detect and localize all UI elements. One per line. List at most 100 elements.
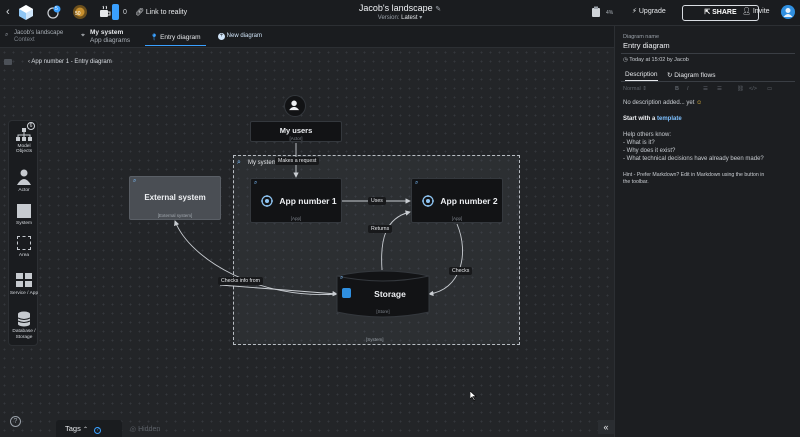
system-group-tag: [System] [366, 337, 384, 342]
link-icon: 🔗︎ [135, 9, 146, 16]
storage-node[interactable] [336, 270, 430, 318]
diagram-details-panel: Diagram name Entry diagram ◷ Today at 15… [614, 26, 800, 437]
edit-pencil-icon[interactable]: ✎ [435, 6, 442, 13]
text-style-value: Normal [623, 86, 641, 92]
external-system-node[interactable]: ⌕ External system [External system] [129, 176, 221, 220]
start-with-text: Start with a [623, 116, 656, 122]
lightning-icon: ⚡︎ [632, 8, 639, 15]
app-logo-icon[interactable] [18, 4, 34, 21]
collapse-panel-button[interactable]: « [598, 420, 614, 434]
markdown-icon[interactable]: ▭ [767, 86, 773, 92]
edge-label-makes-request[interactable]: Makes a request [275, 157, 320, 165]
palette-model-objects[interactable]: Model Objects [15, 144, 33, 154]
new-diagram-button[interactable]: + New diagram [218, 33, 262, 40]
tab-description[interactable]: Description [625, 71, 658, 81]
italic-icon[interactable]: I [687, 86, 689, 92]
code-icon[interactable]: </> [749, 86, 757, 92]
updated-text: Today at 15:02 by Jacob [629, 57, 689, 63]
zoom-icon[interactable]: ⌕ [133, 178, 137, 184]
system-context-name[interactable]: My system [90, 29, 124, 36]
plus-icon: + [218, 33, 225, 40]
edge-label-uses[interactable]: Uses [368, 197, 386, 205]
zoom-icon[interactable]: ⌕ [415, 180, 419, 186]
storage-title: Storage [374, 289, 406, 299]
breadcrumb-label: App number 1 - Entry diagram [31, 59, 112, 65]
actor-tag: [Actor] [289, 136, 303, 141]
zoom-icon[interactable]: ⌕ [340, 275, 344, 281]
new-diagram-label: New diagram [226, 33, 263, 39]
text-style-select[interactable]: Normal ⇕ [623, 86, 647, 92]
app-number-2-node[interactable]: ⌕ App number 2 [App] [411, 178, 503, 223]
link-to-reality-label: Link to reality [145, 9, 188, 16]
top-bar: ‹ 5 50 0 🔗︎ Link to reality Jacob's land… [0, 0, 800, 26]
invite-button[interactable]: 👤︎ Invite [742, 7, 770, 15]
palette-database-storage[interactable]: Database / Storage [12, 329, 36, 340]
notifications-icon[interactable] [46, 4, 62, 20]
breadcrumb[interactable]: ‹ App number 1 - Entry diagram [28, 59, 112, 65]
edge-label-returns[interactable]: Returns [368, 225, 393, 233]
updated-meta: ◷ Today at 15:02 by Jacob [623, 57, 689, 63]
palette-service-app[interactable]: Service / App [9, 291, 39, 296]
app-number-2-tag: [App] [451, 216, 463, 221]
user-avatar[interactable] [781, 5, 795, 19]
level-icon[interactable] [72, 4, 88, 20]
app-number-1-node[interactable]: ⌕ App number 1 [App] [250, 178, 342, 223]
link-icon[interactable]: ⛓ [737, 86, 744, 92]
context-bar: ⌕ Jacob's landscape Context ⌖ My system … [0, 26, 614, 48]
markdown-hint: Hint - Prefer Markdown? Edit in Markdown… [623, 172, 765, 178]
tab-diagram-flows[interactable]: ↻ Diagram flows [667, 71, 715, 79]
back-chevron-icon[interactable]: ‹ [6, 6, 10, 18]
upgrade-button[interactable]: ⚡︎ Upgrade [632, 7, 666, 15]
version-selector[interactable]: Version: Latest ▾ [0, 14, 800, 21]
search-icon[interactable]: ⌕ [5, 32, 9, 38]
markdown-hint-cont: the toolbar. [623, 179, 649, 185]
tags-help-icon[interactable]: ? [94, 427, 102, 434]
chevron-left-icon: ‹ [28, 59, 30, 65]
template-prompt: Start with a template [623, 116, 682, 122]
description-empty[interactable]: No description added... yet ☺ [623, 100, 702, 106]
coffee-icon[interactable] [97, 4, 113, 20]
hidden-toggle[interactable]: ◎ Hidden [130, 425, 160, 433]
zoom-icon[interactable]: ⌕ [254, 180, 258, 186]
palette-system[interactable]: System [16, 221, 32, 226]
landscape-title[interactable]: Jacob's landscape ✎ [0, 3, 800, 13]
external-system-tag: [External system] [157, 213, 193, 218]
share-button[interactable]: ⇱ SHARE [682, 5, 759, 21]
bullet-list-icon[interactable]: ☰ [703, 86, 708, 92]
tab-entry-diagram[interactable]: 📍︎ Entry diagram [145, 28, 206, 46]
smile-icon: ☺ [696, 100, 703, 106]
diagram-name-input[interactable]: Entry diagram [623, 41, 670, 50]
tab-diagram-flows-label: Diagram flows [674, 72, 716, 79]
tab-entry-diagram-label: Entry diagram [160, 34, 201, 41]
storage-icon [342, 288, 351, 298]
zoom-icon[interactable]: ⌕ [237, 159, 241, 166]
tags-label: Tags [65, 424, 81, 433]
version-label: Version: [377, 15, 400, 21]
tags-toggle[interactable]: Tags ⌃ ? [56, 420, 122, 437]
palette-actor[interactable]: Actor [18, 188, 30, 193]
share-icon: ⇱ [704, 9, 713, 16]
palette-badge: 6 [27, 122, 35, 130]
landscape-context-name[interactable]: Jacob's landscape [14, 30, 64, 36]
palette-area[interactable]: Area [18, 253, 30, 258]
landscape-title-text: Jacob's landscape [358, 3, 433, 13]
link-to-reality-button[interactable]: 🔗︎ Link to reality [135, 8, 187, 16]
upgrade-label: Upgrade [638, 8, 666, 15]
actor-icon [17, 169, 31, 185]
clipboard-icon[interactable] [591, 6, 601, 18]
edge-label-checks[interactable]: Checks [449, 267, 473, 275]
numbered-list-icon[interactable]: ☰ [717, 86, 722, 92]
actor-node-my-users[interactable]: My users [Actor] [250, 121, 342, 142]
clock-icon: ◷ [623, 57, 630, 63]
drafts-counter-bar[interactable] [112, 4, 119, 20]
help-item: - Why does it exist? [623, 148, 676, 154]
divider [621, 81, 795, 82]
actor-avatar[interactable] [284, 95, 306, 117]
actor-title: My users [279, 126, 313, 135]
template-link[interactable]: template [657, 116, 682, 122]
edge-label-checks-info[interactable]: Checks info from [218, 277, 263, 285]
app-number-2-title: App number 2 [440, 196, 498, 206]
bold-icon[interactable]: B [675, 86, 679, 92]
video-icon[interactable] [4, 59, 12, 65]
help-button[interactable]: ? [10, 416, 21, 427]
